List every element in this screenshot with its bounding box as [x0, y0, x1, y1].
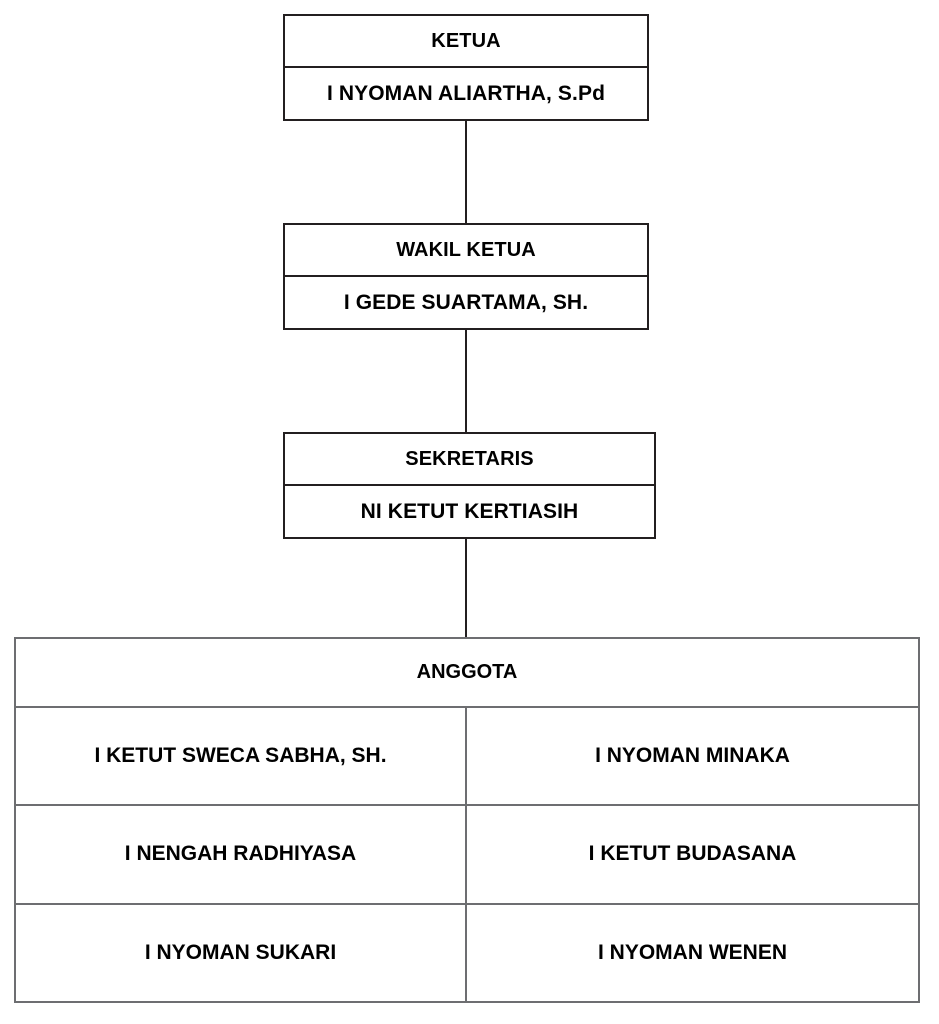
org-node-ketua-title: KETUA: [285, 16, 647, 68]
connector-wakil-ketua-to-sekretaris: [465, 328, 467, 434]
anggota-member-cell[interactable]: I KETUT BUDASANA: [588, 842, 797, 866]
table-row: I NYOMAN SUKARI I NYOMAN WENEN: [16, 904, 918, 1001]
org-node-anggota-table: ANGGOTA I KETUT SWECA SABHA, SH. I NYOMA…: [14, 637, 920, 1003]
connector-sekretaris-to-anggota: [465, 537, 467, 639]
org-node-sekretaris-person: NI KETUT KERTIASIH: [360, 499, 579, 523]
org-node-wakil-ketua[interactable]: WAKIL KETUA I GEDE SUARTAMA, SH.: [283, 223, 649, 330]
anggota-member-cell[interactable]: I NYOMAN SUKARI: [16, 904, 467, 1001]
table-row: I KETUT SWECA SABHA, SH. I NYOMAN MINAKA: [16, 708, 918, 807]
org-node-wakil-ketua-title: WAKIL KETUA: [285, 225, 647, 277]
org-node-anggota-header: ANGGOTA: [16, 639, 918, 708]
connector-ketua-to-wakil-ketua: [465, 119, 467, 225]
anggota-member-cell[interactable]: I KETUT SWECA SABHA, SH.: [16, 708, 467, 805]
org-node-ketua[interactable]: KETUA I NYOMAN ALIARTHA, S.Pd: [283, 14, 649, 121]
org-node-sekretaris[interactable]: SEKRETARIS NI KETUT KERTIASIH: [283, 432, 656, 539]
org-node-sekretaris-title: SEKRETARIS: [285, 434, 654, 486]
table-row: I NENGAH RADHIYASA I KETUT BUDASANA: [16, 806, 918, 905]
anggota-member-cell[interactable]: I NENGAH RADHIYASA: [16, 806, 467, 903]
org-node-ketua-person: I NYOMAN ALIARTHA, S.Pd: [326, 81, 606, 105]
anggota-member-cell[interactable]: I NYOMAN MINAKA: [595, 744, 790, 768]
org-node-wakil-ketua-person: I GEDE SUARTAMA, SH.: [343, 290, 589, 314]
anggota-member-cell[interactable]: I NYOMAN WENEN: [598, 940, 787, 964]
